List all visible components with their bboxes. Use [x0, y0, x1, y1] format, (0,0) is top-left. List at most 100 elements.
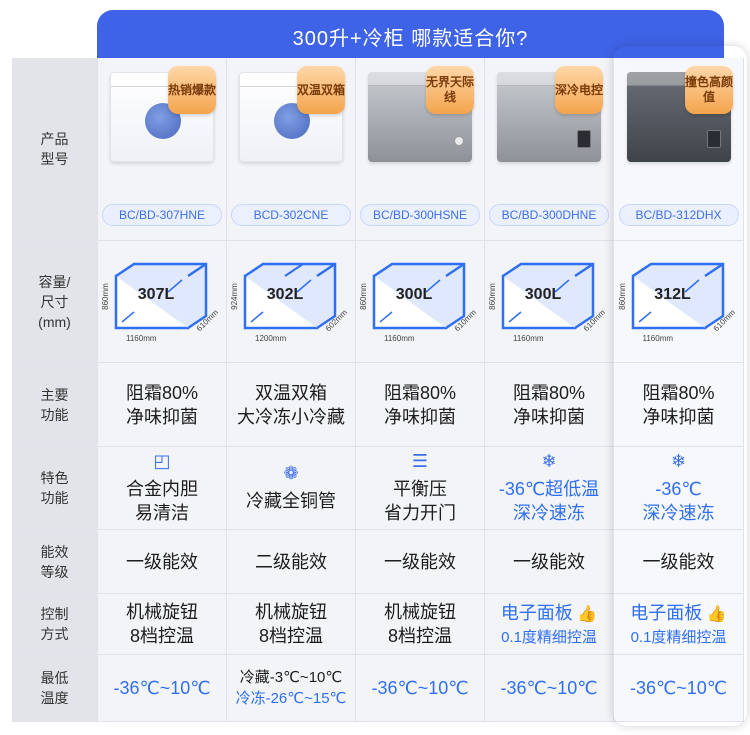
main-function-line: 净味抑菌	[126, 406, 198, 427]
main-function-line: 净味抑菌	[642, 406, 715, 427]
width-dimension: 1200mm	[255, 333, 287, 343]
control-line: 机械旋钮	[255, 602, 327, 622]
main-function-line: 大冷冻小冷藏	[237, 406, 345, 427]
energy-grade: 二级能效	[255, 551, 327, 572]
feature-line: 平衡压	[393, 479, 447, 499]
min-temp-line: -36℃~10℃	[630, 678, 727, 698]
promo-badge: 无界天际线	[426, 66, 474, 114]
feature-line: 冷藏全铜管	[246, 491, 336, 511]
capacity-value: 300L	[395, 285, 433, 303]
width-dimension: 1160mm	[126, 333, 157, 343]
cube-outline-icon	[114, 262, 208, 329]
feature-line: 合金内胆	[126, 479, 198, 499]
energy-grade: 一级能效	[513, 551, 585, 572]
promo-badge: 撞色高颜值	[685, 66, 733, 114]
sliders-icon: ☰	[411, 451, 429, 471]
main-function-cell: 阻霜80% 净味抑菌	[98, 363, 227, 447]
product-cell[interactable]: 无界天际线 BC/BD-300HSNE	[356, 58, 485, 241]
control-cell: 电子面板 👍 0.1度精细控温	[485, 594, 614, 655]
control-panel-icon	[706, 130, 721, 148]
min-temp-cell: 冷藏-3℃~10℃ 冷冻-26℃~15℃	[227, 655, 356, 722]
row-label-feature: 特色功能	[12, 447, 98, 530]
coil-icon: ❁	[283, 463, 299, 483]
thumbs-up-icon: 👍	[702, 605, 727, 623]
min-temp-line: 冷藏-3℃~10℃	[239, 669, 343, 686]
main-function-line: 净味抑菌	[513, 406, 585, 427]
width-dimension: 1160mm	[513, 333, 544, 343]
snowflake-icon: ❄	[541, 451, 557, 471]
model-number: BC/BD-300HSNE	[360, 204, 480, 226]
square-icon: ◰	[153, 451, 171, 471]
height-dimension: 924mm	[229, 282, 239, 310]
min-temp-line: 冷冻-26℃~15℃	[235, 690, 347, 707]
promo-badge: 热销爆款	[168, 66, 216, 114]
height-dimension: 860mm	[358, 282, 368, 310]
row-label-main-function: 主要功能	[12, 363, 98, 447]
main-function-cell: 阻霜80% 净味抑菌	[485, 363, 614, 447]
height-dimension: 860mm	[487, 282, 497, 310]
row-label-capacity: 容量/尺寸(mm)	[12, 241, 98, 363]
feature-cell: ❁ 冷藏全铜管	[227, 447, 356, 530]
cube-outline-icon	[501, 262, 595, 329]
min-temp-cell: -36℃~10℃	[614, 655, 744, 722]
control-line: 机械旋钮	[384, 602, 456, 622]
main-function-line: 阻霜80%	[512, 382, 586, 403]
row-label-min-temp: 最低温度	[12, 655, 98, 722]
row-label-control: 控制方式	[12, 594, 98, 655]
feature-line: 深冷速冻	[642, 503, 715, 523]
min-temp-cell: -36℃~10℃	[485, 655, 614, 722]
control-line: 0.1度精细控温	[501, 628, 597, 646]
knob-icon	[454, 136, 464, 146]
capacity-value: 312L	[654, 285, 691, 303]
width-dimension: 1160mm	[384, 333, 415, 343]
model-number: BC/BD-307HNE	[102, 204, 222, 226]
product-cell[interactable]: 热销爆款 BC/BD-307HNE	[98, 58, 227, 241]
energy-cell: 一级能效	[356, 530, 485, 594]
control-line: 电子面板 👍	[500, 602, 598, 623]
banner-title: 300升+冷柜 哪款适合你?	[292, 28, 529, 50]
control-line: 8档控温	[258, 626, 323, 646]
main-function-cell: 阻霜80%净味抑菌	[614, 363, 744, 447]
control-line: 8档控温	[129, 626, 194, 646]
row-label-product: 产品型号	[12, 58, 98, 241]
promo-badge: 深冷电控	[555, 66, 603, 114]
capacity-value: 302L	[266, 285, 304, 303]
snowflake-icon: ❄	[670, 451, 687, 471]
min-temp-cell: -36℃~10℃	[356, 655, 485, 722]
cube-outline-icon	[372, 262, 466, 329]
energy-grade: 一级能效	[384, 551, 456, 572]
main-function-line: 净味抑菌	[384, 406, 456, 427]
feature-line: -36℃	[655, 479, 702, 499]
feature-cell: ☰平衡压省力开门	[356, 447, 485, 530]
main-function-line: 阻霜80%	[125, 382, 199, 403]
control-line: 机械旋钮	[126, 602, 198, 622]
main-function-cell: 双温双箱大冷冻小冷藏	[227, 363, 356, 447]
thumbs-up-icon: 👍	[572, 605, 598, 623]
min-temp-line: -36℃~10℃	[500, 678, 598, 698]
control-cell: 机械旋钮 8档控温	[98, 594, 227, 655]
min-temp-line: -36℃~10℃	[113, 678, 211, 698]
control-line: 电子面板 👍	[630, 602, 727, 623]
energy-cell: 一级能效	[614, 530, 744, 594]
energy-cell: 二级能效	[227, 530, 356, 594]
feature-line: 易清洁	[135, 503, 189, 523]
feature-cell: ◰ 合金内胆易清洁	[98, 447, 227, 530]
energy-grade: 一级能效	[126, 551, 198, 572]
energy-cell: 一级能效	[485, 530, 614, 594]
control-cell: 电子面板 👍0.1度精细控温	[614, 594, 744, 655]
feature-cell: ❄-36℃超低温深冷速冻	[485, 447, 614, 530]
width-dimension: 1160mm	[642, 333, 674, 343]
cube-outline-icon	[631, 262, 724, 329]
